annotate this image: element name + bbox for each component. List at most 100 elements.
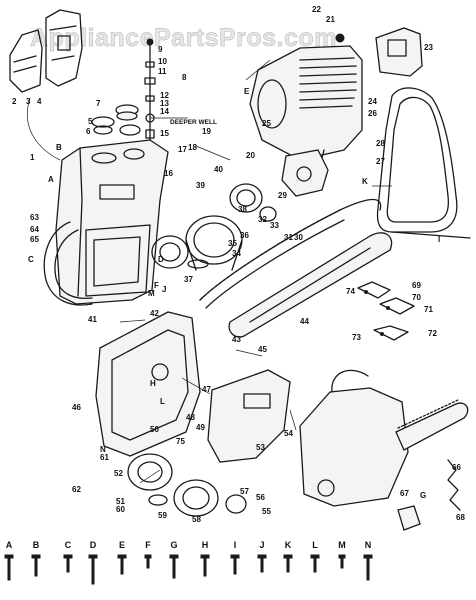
callout-7: 7 (96, 99, 101, 108)
callout-letter-K: K (362, 177, 368, 186)
callout-8: 8 (182, 73, 187, 82)
bumper-spike-parts (397, 459, 461, 531)
screw-letter-B: B (33, 540, 40, 550)
screw-letter-J: J (259, 540, 264, 550)
callout-20: 20 (246, 151, 255, 160)
cap-gasket-parts (91, 104, 141, 136)
callout-28: 28 (376, 139, 385, 148)
chain-link-detail (357, 281, 415, 341)
callout-2: 2 (12, 97, 17, 106)
handle-bracket-top (375, 27, 423, 77)
callout-letter-L: L (160, 397, 165, 406)
front-handle (43, 221, 93, 306)
callout-39: 39 (196, 181, 205, 190)
screw-letter-C: C (65, 540, 72, 550)
callout-69: 69 (412, 281, 421, 290)
rear-handle-loop (376, 87, 471, 239)
callout-19: 19 (202, 127, 211, 136)
callout-65: 65 (30, 235, 39, 244)
screw-letter-H: H (202, 540, 209, 550)
callout-letter-B: B (56, 143, 62, 152)
callout-25: 25 (262, 119, 271, 128)
callout-36: 36 (240, 231, 249, 240)
callout-61: 61 (100, 453, 109, 462)
callout-13: 13 (160, 99, 169, 108)
callout-48: 48 (186, 413, 195, 422)
screw-letter-A: A (6, 540, 13, 550)
callout-57: 57 (240, 487, 249, 496)
clutch-drum-parts (127, 453, 247, 517)
saw-chain (199, 198, 382, 309)
callout-53: 53 (256, 443, 265, 452)
carburetor (281, 149, 329, 197)
callout-62: 62 (72, 485, 81, 494)
callout-58: 58 (192, 515, 201, 524)
callout-letter-E: E (244, 87, 250, 96)
screw-letter-M: M (338, 540, 346, 550)
callout-52: 52 (114, 469, 123, 478)
callout-44: 44 (300, 317, 309, 326)
callout-71: 71 (424, 305, 433, 314)
callout-51: 51 (116, 497, 125, 506)
callout-60: 60 (116, 505, 125, 514)
callout-27: 27 (376, 157, 385, 166)
callout-38: 38 (238, 205, 247, 214)
screw-letter-L: L (312, 540, 318, 550)
callout-labels: 1 2 3 4 5 6 7 8 9 10 11 12 13 14 15 16 1… (12, 5, 465, 524)
note-deeper-well: DEEPER WELL (170, 119, 217, 126)
callout-63: 63 (30, 213, 39, 222)
engine-block (249, 33, 363, 181)
callout-42: 42 (150, 309, 159, 318)
housing-shell-parts (9, 9, 83, 93)
callout-67: 67 (400, 489, 409, 498)
callout-12: 12 (160, 91, 169, 100)
pump-rod-assembly (144, 38, 156, 141)
callout-letter-C: C (28, 255, 34, 264)
callout-66: 66 (452, 463, 461, 472)
screw-letter-N: N (365, 540, 372, 550)
side-cover-plate (95, 311, 201, 457)
callout-16: 16 (164, 169, 173, 178)
screw-letter-I: I (234, 540, 237, 550)
assembled-chainsaw (299, 369, 469, 507)
callout-18: 18 (188, 143, 197, 152)
callout-70: 70 (412, 293, 421, 302)
callout-letter-D: D (158, 255, 164, 264)
chain-cover (207, 369, 291, 463)
callout-26: 26 (368, 109, 377, 118)
callout-3: 3 (26, 97, 31, 106)
callout-75: 75 (176, 437, 185, 446)
callout-64: 64 (30, 225, 39, 234)
callout-55: 55 (262, 507, 271, 516)
callout-22: 22 (312, 5, 321, 14)
callout-45: 45 (258, 345, 267, 354)
callout-40: 40 (214, 165, 223, 174)
callout-17: 17 (178, 145, 187, 154)
fuel-tank-housing (55, 139, 169, 305)
callout-54: 54 (284, 429, 293, 438)
callout-letter-F: F (154, 281, 159, 290)
callout-15: 15 (160, 129, 169, 138)
callout-68: 68 (456, 513, 465, 522)
callout-30: 30 (294, 233, 303, 242)
callout-11: 11 (158, 67, 167, 76)
callout-49: 49 (196, 423, 205, 432)
callout-72: 72 (428, 329, 437, 338)
callout-41: 41 (88, 315, 97, 324)
screw-letter-F: F (145, 540, 151, 550)
callout-9: 9 (158, 45, 163, 54)
callout-letter-G: G (420, 491, 426, 500)
callout-37: 37 (184, 275, 193, 284)
callout-29: 29 (278, 191, 287, 200)
callout-31: 31 (284, 233, 293, 242)
callout-46: 46 (72, 403, 81, 412)
callout-21: 21 (326, 15, 335, 24)
callout-50: 50 (150, 425, 159, 434)
screw-letter-K: K (285, 540, 292, 550)
starter-parts (151, 183, 277, 271)
callout-23: 23 (424, 43, 433, 52)
callout-1: 1 (30, 153, 35, 162)
callout-34: 34 (232, 249, 241, 258)
callout-56: 56 (256, 493, 265, 502)
callout-letter-I: I (438, 235, 440, 244)
